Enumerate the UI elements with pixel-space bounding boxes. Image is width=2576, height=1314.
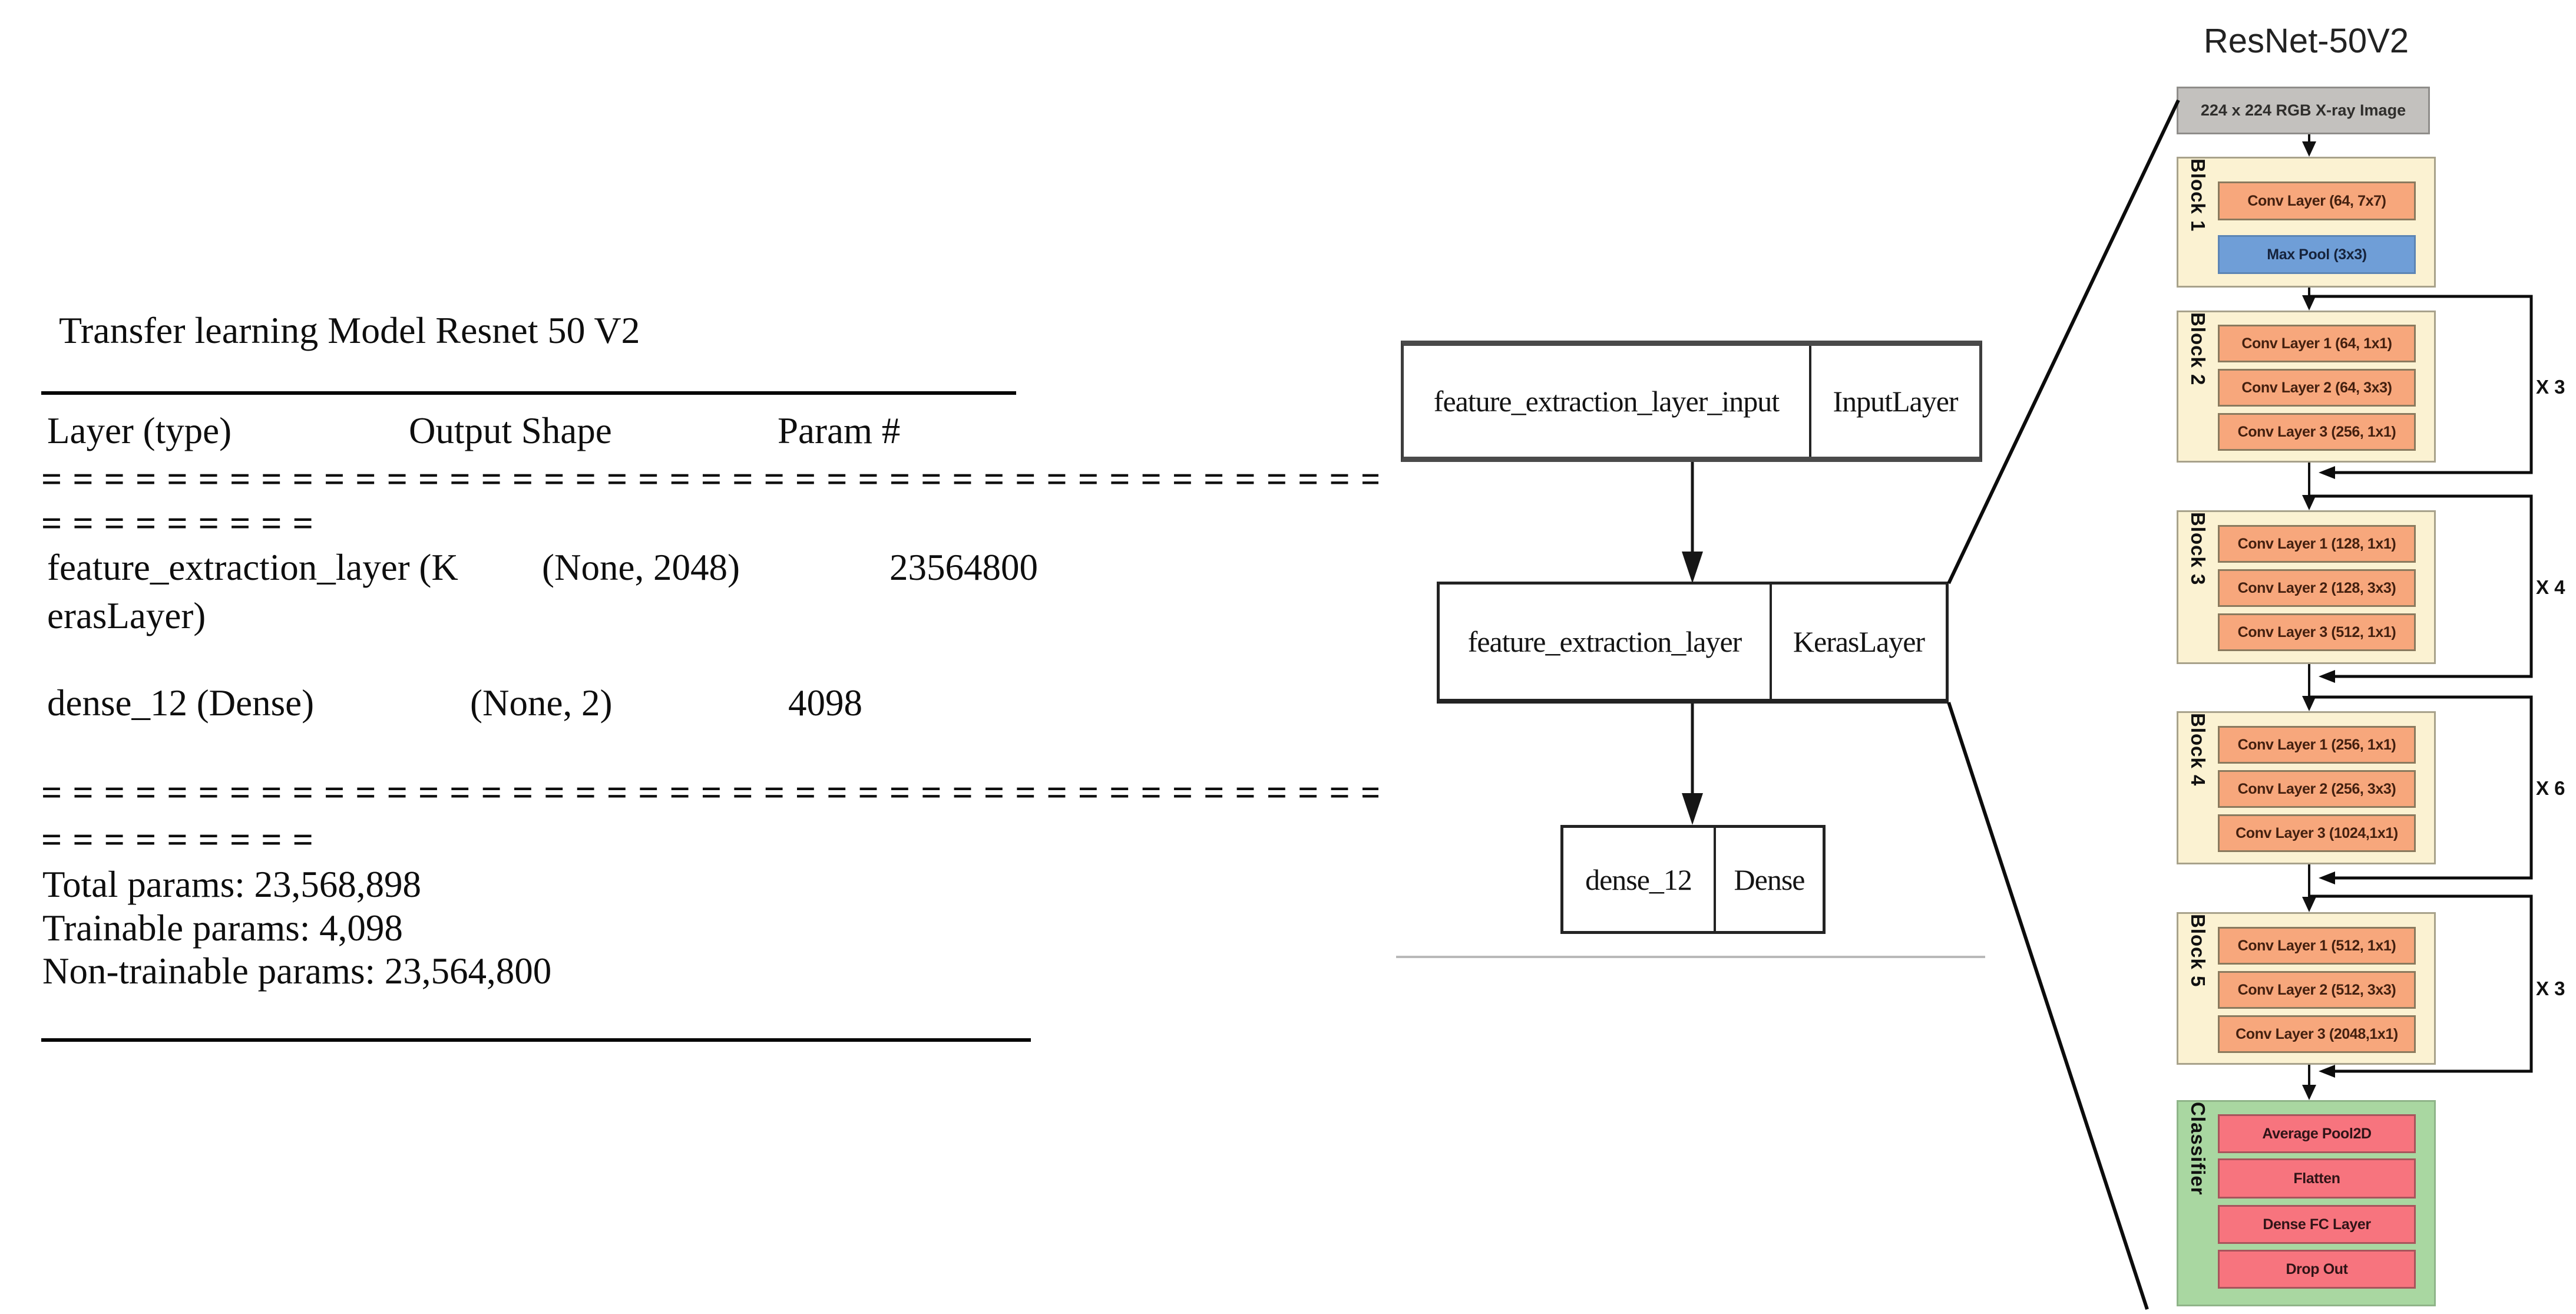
summary-separator: ========================================…: [41, 773, 1378, 813]
block-repeat-label: X 6: [2536, 777, 2565, 799]
summary-row-name: dense_12 (Dense): [47, 682, 315, 724]
expansion-line-icon: [1947, 99, 2180, 1310]
resnet-title: ResNet-50V2: [2203, 22, 2409, 60]
max-pool-cell: Max Pool (3x3): [2218, 235, 2416, 274]
block-label: Block 1: [2187, 159, 2209, 232]
conv-layer-cell: Conv Layer 3 (256, 1x1): [2218, 413, 2416, 451]
summary-row-shape: (None, 2): [470, 682, 613, 724]
conv-layer-cell: Conv Layer 1 (128, 1x1): [2218, 525, 2416, 563]
resnet-block-5: Block 5 Conv Layer 1 (512, 1x1) Conv Lay…: [2177, 912, 2436, 1065]
classifier-layer-cell: Average Pool2D: [2218, 1114, 2416, 1153]
node-name-cell: dense_12: [1563, 828, 1716, 931]
conv-layer-cell: Conv Layer 1 (64, 1x1): [2218, 325, 2416, 362]
summary-row-params: 4098: [788, 682, 862, 724]
total-params-line: Total params: 23,568,898: [42, 864, 421, 905]
summary-separator-wrap: =========: [41, 820, 324, 860]
resnet-block-3: Block 3 Conv Layer 1 (128, 1x1) Conv Lay…: [2177, 510, 2436, 664]
conv-layer-cell: Conv Layer (64, 7x7): [2218, 181, 2416, 220]
resnet-block-1: Block 1 Conv Layer (64, 7x7) Max Pool (3…: [2177, 157, 2436, 288]
summary-row-name: feature_extraction_layer (K: [47, 547, 458, 588]
summary-top-rule: [41, 391, 1016, 395]
summary-bottom-rule: [41, 1038, 1031, 1042]
conv-layer-cell: Conv Layer 1 (256, 1x1): [2218, 726, 2416, 764]
block-label: Block 4: [2187, 713, 2209, 787]
node-type-cell: Dense: [1734, 863, 1805, 896]
classifier-layer-cell: Drop Out: [2218, 1250, 2416, 1289]
conv-layer-cell: Conv Layer 2 (64, 3x3): [2218, 369, 2416, 407]
node-type-cell: KerasLayer: [1793, 625, 1925, 658]
summary-col-params: Param #: [778, 410, 901, 451]
conv-layer-cell: Conv Layer 2 (256, 3x3): [2218, 770, 2416, 808]
summary-col-shape: Output Shape: [409, 410, 612, 451]
block-label: Classifier: [2187, 1102, 2209, 1196]
resnet-block-2: Block 2 Conv Layer 1 (64, 1x1) Conv Laye…: [2177, 311, 2436, 463]
conv-layer-cell: Conv Layer 1 (512, 1x1): [2218, 927, 2416, 965]
conv-layer-cell: Conv Layer 3 (1024,1x1): [2218, 814, 2416, 852]
summary-title: Transfer learning Model Resnet 50 V2: [59, 309, 640, 351]
conv-layer-cell: Conv Layer 3 (2048,1x1): [2218, 1015, 2416, 1053]
conv-layer-cell: Conv Layer 2 (128, 3x3): [2218, 569, 2416, 607]
classifier-layer-cell: Dense FC Layer: [2218, 1205, 2416, 1244]
conv-layer-cell: Conv Layer 2 (512, 3x3): [2218, 971, 2416, 1009]
node-name-cell: feature_extraction_layer: [1440, 585, 1772, 699]
summary-row-params: 23564800: [889, 547, 1038, 588]
trainable-params-line: Trainable params: 4,098: [42, 907, 403, 949]
node-type-cell: InputLayer: [1833, 385, 1958, 418]
conv-layer-cell: Conv Layer 3 (512, 1x1): [2218, 613, 2416, 651]
resnet-input-box: 224 x 224 RGB X-ray Image: [2177, 87, 2430, 134]
summary-col-layer: Layer (type): [47, 410, 232, 451]
graph-node-dense-layer: dense_12 Dense: [1560, 825, 1826, 934]
block-label: Block 5: [2187, 914, 2209, 988]
block-repeat-label: X 3: [2536, 376, 2565, 398]
graph-node-keras-layer: feature_extraction_layer KerasLayer: [1437, 582, 1949, 704]
block-label: Block 3: [2187, 512, 2209, 586]
graph-node-input-layer: feature_extraction_layer_input InputLaye…: [1401, 341, 1982, 462]
summary-row-shape: (None, 2048): [542, 547, 740, 588]
summary-row-name-wrap: erasLayer): [47, 595, 206, 636]
block-repeat-label: X 4: [2536, 576, 2565, 598]
node-name-cell: feature_extraction_layer_input: [1404, 346, 1811, 457]
resnet-classifier-block: Classifier Average Pool2D Flatten Dense …: [2177, 1100, 2436, 1306]
classifier-layer-cell: Flatten: [2218, 1158, 2416, 1199]
summary-separator: ========================================…: [41, 460, 1378, 500]
block-repeat-label: X 3: [2536, 978, 2565, 999]
non-trainable-params-line: Non-trainable params: 23,564,800: [42, 950, 552, 992]
graph-baseline-rule: [1396, 956, 1985, 958]
summary-separator-wrap: =========: [41, 504, 324, 544]
resnet-block-4: Block 4 Conv Layer 1 (256, 1x1) Conv Lay…: [2177, 711, 2436, 864]
block-label: Block 2: [2187, 312, 2209, 386]
